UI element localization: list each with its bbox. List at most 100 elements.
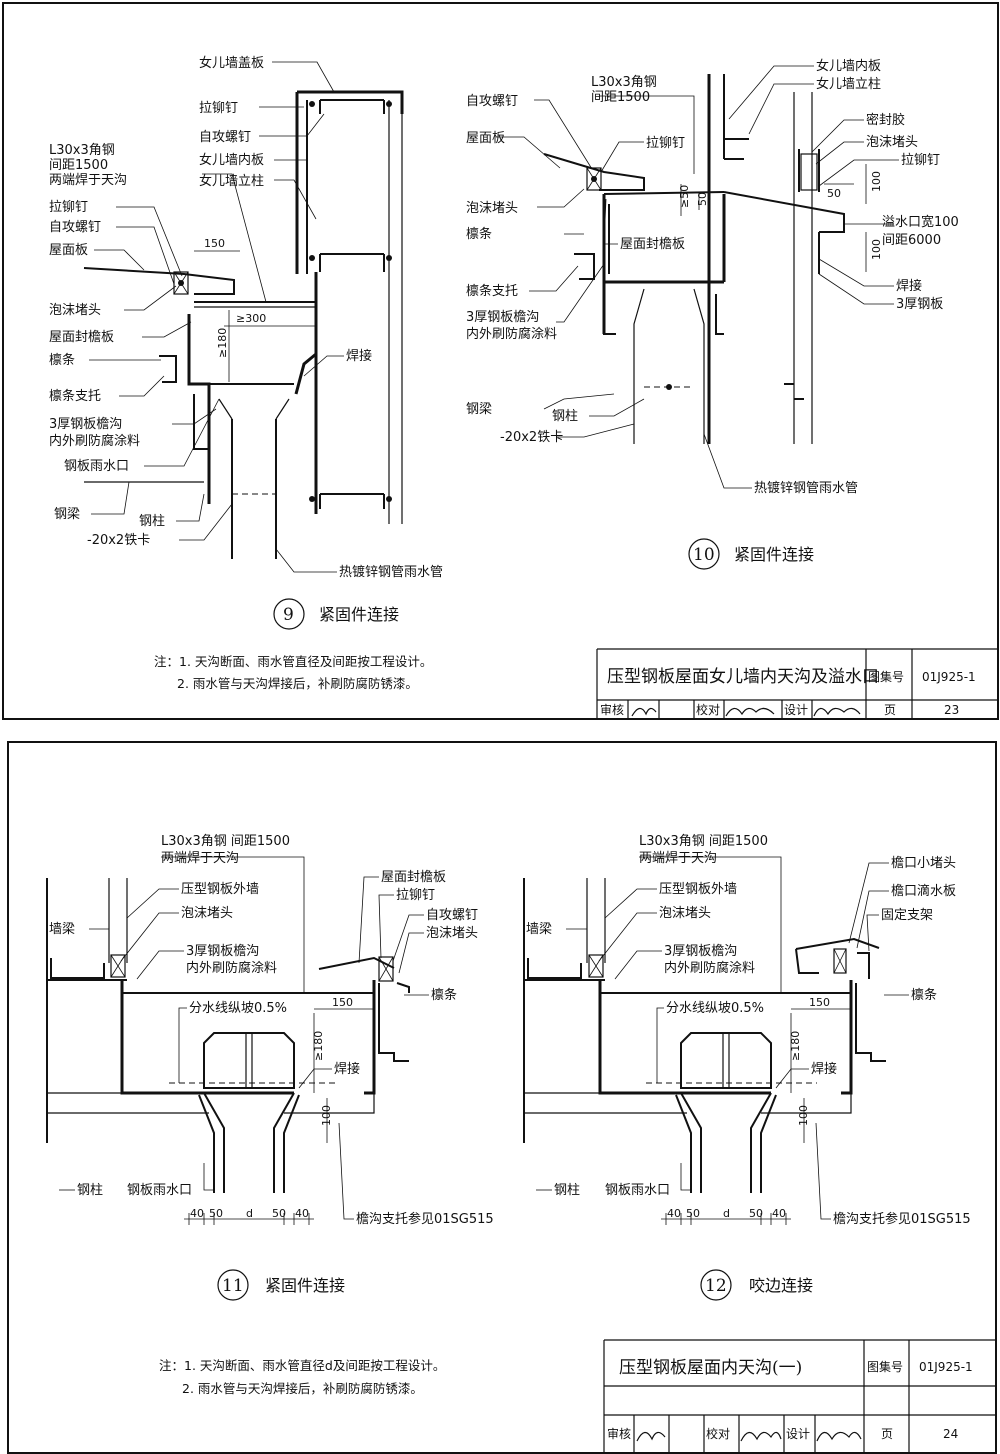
drawing-sheet-page-23: 150 ≥300 ≥180 女儿墙盖板 拉铆钉 [2,2,999,720]
dim-180: ≥180 [312,1031,325,1061]
check-label: 校对 [696,702,720,717]
label-steel-plate: 3厚钢板 [896,297,943,312]
detail-12-marker [700,1269,732,1301]
label-eave-board: 屋面封檐板 [381,870,446,885]
label-gutter-coating: 内外刷防腐涂料 [186,960,277,976]
sheet-24-drawing: 150 ≥180 100 40 50 d 50 40 L30x3角钢 间距150… [46,834,995,1452]
label-inner-board: 女儿墙内板 [816,58,881,74]
label-outlet: 钢板雨水口 [127,1183,192,1198]
detail-12: 150 ≥180 100 40 50 d 50 40 L30x3角钢 间距150… [523,834,971,1301]
atlas-number: 01J925-1 [919,1360,973,1374]
label-steel-beam: 钢梁 [466,402,492,417]
label-gutter: 3厚钢板檐沟 [49,417,122,432]
label-iron-clip: -20x2铁卡 [500,430,563,445]
label-steel-column: 钢柱 [139,514,165,529]
label-angle-steel: L30x3角钢 [591,75,657,90]
label-angle-weld: 两端焊于天沟 [639,850,717,866]
label-angle-steel: L30x3角钢 间距1500 [639,834,768,849]
dim-50b: 50 [696,192,709,206]
label-parapet-post: 女儿墙立柱 [199,173,264,189]
label-outlet: 钢板雨水口 [64,459,129,474]
note-2: 2. 雨水管与天沟焊接后，补刷防腐防锈漆。 [182,1381,423,1396]
note-1: 注：1. 天沟断面、雨水管直径d及间距按工程设计。 [159,1358,445,1373]
dim-100a: 100 [870,171,883,192]
signature-review [631,707,657,717]
label-gutter-support: 檐沟支托参见01SG515 [833,1211,971,1227]
label-angle-steel: L30x3角钢 [49,143,115,158]
detail-9: 150 ≥300 ≥180 女儿墙盖板 拉铆钉 [49,55,443,630]
detail-11-marker [217,1269,249,1301]
signature-review [636,1431,666,1442]
label-overflow-spacing: 间距6000 [882,233,941,248]
label-purlin-support: 檩条支托 [466,283,518,299]
signature-design [816,1431,862,1442]
detail-9-caption: 紧固件连接 [319,605,399,624]
label-rivet: 拉铆钉 [646,136,685,151]
detail-12-caption: 咬边连接 [749,1276,813,1295]
label-steel-beam: 钢梁 [54,507,80,522]
label-gutter-support: 檐沟支托参见01SG515 [356,1211,494,1227]
label-weld: 焊接 [346,348,372,364]
label-eave-small-cap: 檐口小堵头 [891,856,956,871]
label-rivet: 拉铆钉 [199,101,238,116]
dim-300: ≥300 [236,312,266,325]
label-angle-weld: 两端焊于天沟 [161,850,239,866]
label-purlin: 檩条 [911,987,937,1003]
drawing-sheet-page-24: 150 ≥180 100 40 50 d 50 40 L30x3角钢 间距150… [7,741,997,1454]
label-self-screw-2: 自攻螺钉 [49,220,101,235]
detail-10-caption: 紧固件连接 [734,545,814,564]
page-number: 24 [943,1427,958,1441]
dim-d: d [723,1207,730,1220]
label-gutter-coating: 内外刷防腐涂料 [664,960,755,976]
label-self-screw: 自攻螺钉 [466,94,518,109]
detail-10: ≥50 50 50 100 100 L30x3角钢 间距1500 [466,58,959,570]
detail-11-number: 11 [222,1276,244,1296]
label-steel-column: 钢柱 [552,409,578,424]
label-weld: 焊接 [811,1061,837,1077]
label-gutter-coating: 内外刷防腐涂料 [466,326,557,342]
dim-100: 100 [320,1105,333,1126]
dim-50c: 50 [827,187,841,200]
atlas-number: 01J925-1 [922,670,976,684]
page-number: 23 [944,703,959,717]
page-label: 页 [881,1427,893,1441]
sheet-title: 压型钢板屋面内天沟(一) [619,1358,802,1378]
dim-150: 150 [809,996,830,1009]
design-label: 设计 [784,703,808,717]
dim-40a: 40 [667,1207,681,1220]
label-eave-board: 屋面封檐板 [49,330,114,345]
label-steel-column: 钢柱 [554,1183,580,1198]
dim-50b: 50 [749,1207,763,1220]
label-wall-beam: 墙梁 [49,922,75,937]
label-gutter: 3厚钢板檐沟 [186,944,259,959]
label-sealant: 密封胶 [866,112,905,128]
label-parapet-post: 女儿墙立柱 [816,76,881,92]
label-purlin: 檩条 [431,987,457,1003]
signature-check [740,1431,782,1442]
label-iron-clip: -20x2铁卡 [87,533,150,548]
review-label: 审核 [600,702,624,717]
label-foam-plug-2: 泡沫堵头 [426,926,478,941]
dim-50b: 50 [272,1207,286,1220]
label-angle-spacing: 间距1500 [49,158,108,173]
label-slope: 分水线纵坡0.5% [666,1001,764,1016]
sheet-23-drawing: 150 ≥300 ≥180 女儿墙盖板 拉铆钉 [49,55,997,718]
label-inner-board: 女儿墙内板 [199,152,264,168]
title-block-23: 压型钢板屋面女儿墙内天沟及溢水口 图集号 01J925-1 审核 校对 设计 页… [596,648,997,718]
label-eave-board: 屋面封檐板 [620,237,685,252]
detail-9-number: 9 [283,605,294,625]
label-eave-drip: 檐口滴水板 [891,883,956,899]
label-purlin: 檩条 [466,226,492,242]
label-outer-wall: 压型钢板外墙 [659,882,737,897]
label-foam-plug: 泡沫堵头 [466,201,518,216]
dim-180: ≥180 [216,328,229,358]
dim-180: ≥180 [789,1031,802,1061]
dim-40b: 40 [295,1207,309,1220]
detail-9-marker [273,598,305,630]
label-purlin: 檩条 [49,352,75,368]
label-rivet-2: 拉铆钉 [901,153,940,168]
label-foam-plug: 泡沫堵头 [659,906,711,921]
dim-50a: 50 [686,1207,700,1220]
label-foam-plug-2: 泡沫堵头 [866,135,918,150]
detail-12-number: 12 [705,1276,727,1296]
